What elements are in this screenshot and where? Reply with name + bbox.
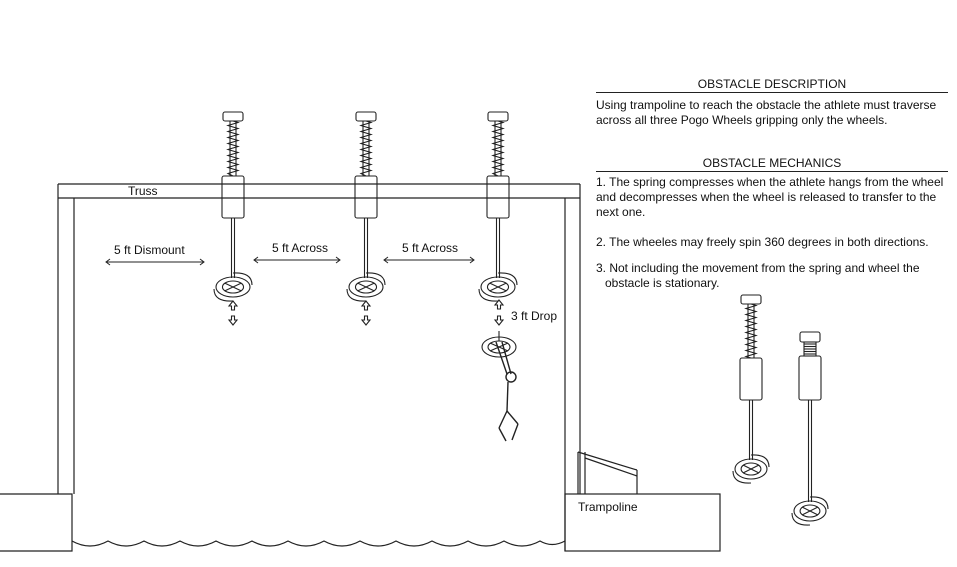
truss-label: Truss bbox=[128, 184, 158, 198]
pogo-unit bbox=[346, 111, 386, 326]
up-down-arrow-icon bbox=[227, 300, 239, 326]
rotation-arrow-icon bbox=[732, 454, 770, 484]
detail-unit-extended bbox=[732, 294, 770, 484]
pogo-wheel-icon bbox=[481, 331, 517, 358]
description-text: Using trampoline to reach the obstacle t… bbox=[596, 98, 937, 127]
truss-clamp bbox=[486, 175, 510, 219]
trampoline-label: Trampoline bbox=[578, 500, 638, 514]
up-down-arrow-icon bbox=[360, 300, 372, 326]
mechanics-item-3: 3. Not including the movement from the s… bbox=[596, 261, 920, 290]
rotation-arrow-icon bbox=[346, 272, 386, 302]
spring-icon bbox=[487, 111, 509, 177]
spring-icon bbox=[740, 294, 762, 359]
pool-structure bbox=[0, 184, 581, 552]
dimension-arrows bbox=[105, 256, 475, 266]
mechanics-heading: OBSTACLE MECHANICS bbox=[596, 156, 948, 172]
truss-beam bbox=[58, 183, 580, 199]
truss-clamp bbox=[354, 175, 378, 219]
mechanics-item-1: 1. The spring compresses when the athlet… bbox=[596, 175, 944, 219]
detail-clamp bbox=[798, 355, 822, 401]
water-surface bbox=[71, 540, 566, 547]
truss-clamp bbox=[221, 175, 245, 219]
stick-figure-icon bbox=[495, 341, 519, 442]
drop-label: 3 ft Drop bbox=[511, 309, 557, 323]
trampoline-railing bbox=[577, 451, 638, 494]
up-down-arrow-icon bbox=[493, 299, 505, 326]
spring-icon bbox=[355, 111, 377, 177]
detail-clamp bbox=[739, 357, 763, 401]
rotation-arrow-icon bbox=[478, 272, 518, 302]
across-label-2: 5 ft Across bbox=[402, 241, 458, 255]
pogo-wheel-icon bbox=[215, 276, 251, 298]
spring-icon bbox=[222, 111, 244, 177]
rotation-arrow-icon bbox=[791, 496, 829, 526]
pogo-wheel-icon bbox=[480, 276, 516, 298]
dismount-label: 5 ft Dismount bbox=[114, 243, 185, 257]
spring-icon bbox=[799, 331, 821, 343]
across-label-1: 5 ft Across bbox=[272, 241, 328, 255]
pogo-unit bbox=[213, 111, 253, 326]
mechanics-item-2: 2. The wheeles may freely spin 360 degre… bbox=[596, 235, 929, 249]
pogo-wheel-icon bbox=[348, 276, 384, 298]
pogo-unit bbox=[478, 111, 518, 302]
pogo-wheel-icon bbox=[793, 500, 827, 522]
detail-unit-compressed bbox=[791, 331, 829, 526]
description-heading: OBSTACLE DESCRIPTION bbox=[596, 77, 948, 93]
pogo-wheel-icon bbox=[734, 458, 768, 480]
trampoline-platform bbox=[564, 493, 721, 552]
rotation-arrow-icon bbox=[213, 272, 253, 302]
